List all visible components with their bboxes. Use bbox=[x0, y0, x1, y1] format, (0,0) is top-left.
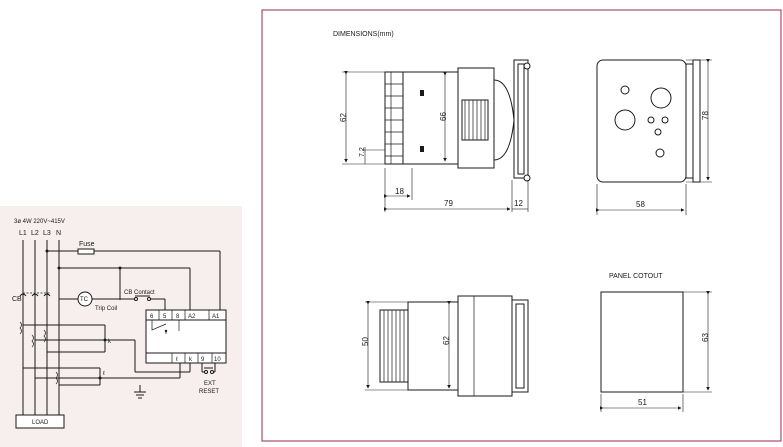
k-bus-label: k bbox=[108, 339, 112, 345]
front-view-drawing bbox=[596, 59, 701, 183]
dim-front-height: 78 bbox=[701, 111, 710, 120]
terminal-9: 9 bbox=[201, 357, 205, 363]
terminal-8: 8 bbox=[176, 314, 180, 320]
load-label: LOAD bbox=[32, 420, 49, 426]
phase-label-l2: L2 bbox=[31, 230, 39, 237]
dim-top-outer: 50 bbox=[361, 337, 370, 346]
load-box bbox=[15, 414, 65, 429]
dim-side-inner: 66 bbox=[439, 112, 448, 121]
dim-side-depth: 79 bbox=[444, 199, 453, 208]
dim-side-base: 18 bbox=[395, 187, 404, 196]
terminal-l: ℓ bbox=[176, 356, 178, 363]
terminal-k: k bbox=[189, 357, 193, 363]
dim-panel-height: 63 bbox=[701, 333, 710, 342]
terminal-5: 5 bbox=[163, 314, 167, 320]
dim-side-height: 62 bbox=[339, 113, 348, 122]
side-view-drawing bbox=[384, 59, 531, 182]
dim-top-inner: 62 bbox=[442, 336, 451, 345]
dim-side-small: 7.2 bbox=[359, 147, 366, 157]
tc-label: TC bbox=[80, 297, 89, 303]
terminal-10: 10 bbox=[214, 357, 221, 363]
cb-contact-label: CB Contact bbox=[124, 290, 155, 296]
top-view-dimensions: 50 62 bbox=[361, 301, 451, 391]
reset-label: RESET bbox=[199, 389, 219, 395]
panel-cutout-dimensions: 51 63 bbox=[600, 291, 712, 412]
dim-front-width: 58 bbox=[636, 200, 645, 209]
dim-side-front: 12 bbox=[514, 199, 523, 208]
wiring-diagram: 3ø 4W 220V~415V L1 L2 L3 N Fuse CB bbox=[0, 206, 242, 447]
relay-bottom-terminals: ℓ k 9 10 bbox=[145, 352, 227, 364]
top-view-drawing bbox=[379, 295, 529, 397]
terminal-a2: A2 bbox=[188, 314, 196, 320]
ext-label: EXT bbox=[204, 381, 216, 387]
side-view-dimensions: 62 7.2 66 18 79 12 bbox=[339, 71, 529, 212]
ground-icon bbox=[134, 391, 146, 399]
phase-label-l3: L3 bbox=[43, 230, 51, 237]
panel-cutout-rect bbox=[600, 291, 684, 393]
terminal-6: 6 bbox=[150, 314, 154, 320]
l-bus-label: ℓ bbox=[103, 370, 105, 377]
phase-label-n: N bbox=[56, 230, 61, 237]
front-view-dimensions: 58 78 bbox=[596, 59, 712, 215]
trip-coil-label: Trip Coil bbox=[95, 306, 117, 312]
supply-label: 3ø 4W 220V~415V bbox=[14, 219, 65, 225]
circuit-breaker-symbol bbox=[19, 292, 51, 297]
terminal-a1: A1 bbox=[212, 314, 220, 320]
phase-label-l1: L1 bbox=[19, 230, 27, 237]
dimensions-frame bbox=[261, 9, 782, 442]
cb-label: CB bbox=[12, 296, 22, 303]
panel-cutout-title: PANEL COTOUT bbox=[609, 273, 663, 280]
fuse-symbol bbox=[77, 248, 95, 255]
dim-panel-width: 51 bbox=[638, 398, 647, 407]
dimensions-heading: DIMENSIONS(mm) bbox=[333, 31, 394, 38]
relay-top-terminals: 6 5 8 A2 A1 bbox=[145, 309, 227, 321]
fuse-label: Fuse bbox=[79, 241, 95, 248]
